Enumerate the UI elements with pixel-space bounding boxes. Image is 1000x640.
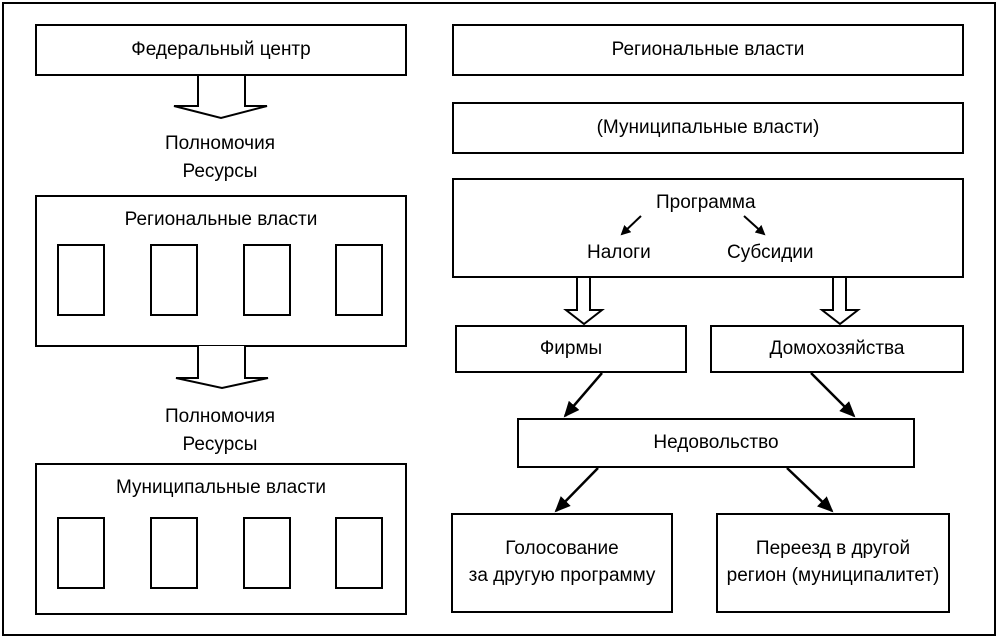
move-outcome-box: Переезд в другой регион (муниципалитет) [716, 513, 950, 613]
block-arrow-down-icon [175, 346, 269, 390]
arrow-program-to-taxes-icon [620, 215, 642, 236]
municipal-unit [243, 517, 291, 589]
households-box: Домохозяйства [710, 325, 964, 373]
hollow-arrow-taxes-to-firms-icon [563, 278, 605, 326]
regional-unit [243, 244, 291, 316]
arrow-households-to-dissatisfaction-icon [810, 372, 856, 418]
program-subsidies: Субсидии [727, 242, 814, 263]
regional-unit [150, 244, 198, 316]
regional-unit [57, 244, 105, 316]
arrow-program-to-subsidies-icon [743, 215, 766, 236]
regional-unit [335, 244, 383, 316]
transfer-label-1: Полномочия Ресурсы [165, 133, 275, 182]
right-regional-box: Региональные власти [452, 24, 964, 76]
arrow-dissatisfaction-to-move-icon [786, 467, 834, 513]
municipal-authorities-label: Муниципальные власти [115, 477, 327, 498]
transfer-label-2: Полномочия Ресурсы [165, 406, 275, 455]
program-taxes: Налоги [587, 242, 651, 263]
vote-outcome-box: Голосование за другую программу [451, 513, 673, 613]
households-label: Домохозяйства [769, 337, 905, 359]
firms-box: Фирмы [455, 325, 687, 373]
federal-center-box: Федеральный центр [35, 24, 407, 76]
federal-center-label: Федеральный центр [131, 38, 311, 60]
program-title: Программа [656, 192, 756, 213]
arrow-firms-to-dissatisfaction-icon [563, 372, 603, 418]
municipal-unit [57, 517, 105, 589]
municipal-unit [150, 517, 198, 589]
block-arrow-down-icon [173, 76, 268, 120]
right-municipal-label: (Муниципальные власти) [596, 116, 820, 138]
dissatisfaction-box: Недовольство [517, 418, 915, 468]
firms-label: Фирмы [539, 337, 603, 359]
arrow-dissatisfaction-to-vote-icon [554, 467, 599, 513]
program-box [452, 178, 964, 278]
hollow-arrow-subsidies-to-households-icon [819, 278, 861, 326]
regional-authorities-label: Региональные власти [124, 209, 318, 230]
municipal-unit [335, 517, 383, 589]
dissatisfaction-label: Недовольство [653, 431, 779, 453]
right-municipal-box: (Муниципальные власти) [452, 102, 964, 154]
right-regional-label: Региональные власти [611, 38, 805, 60]
